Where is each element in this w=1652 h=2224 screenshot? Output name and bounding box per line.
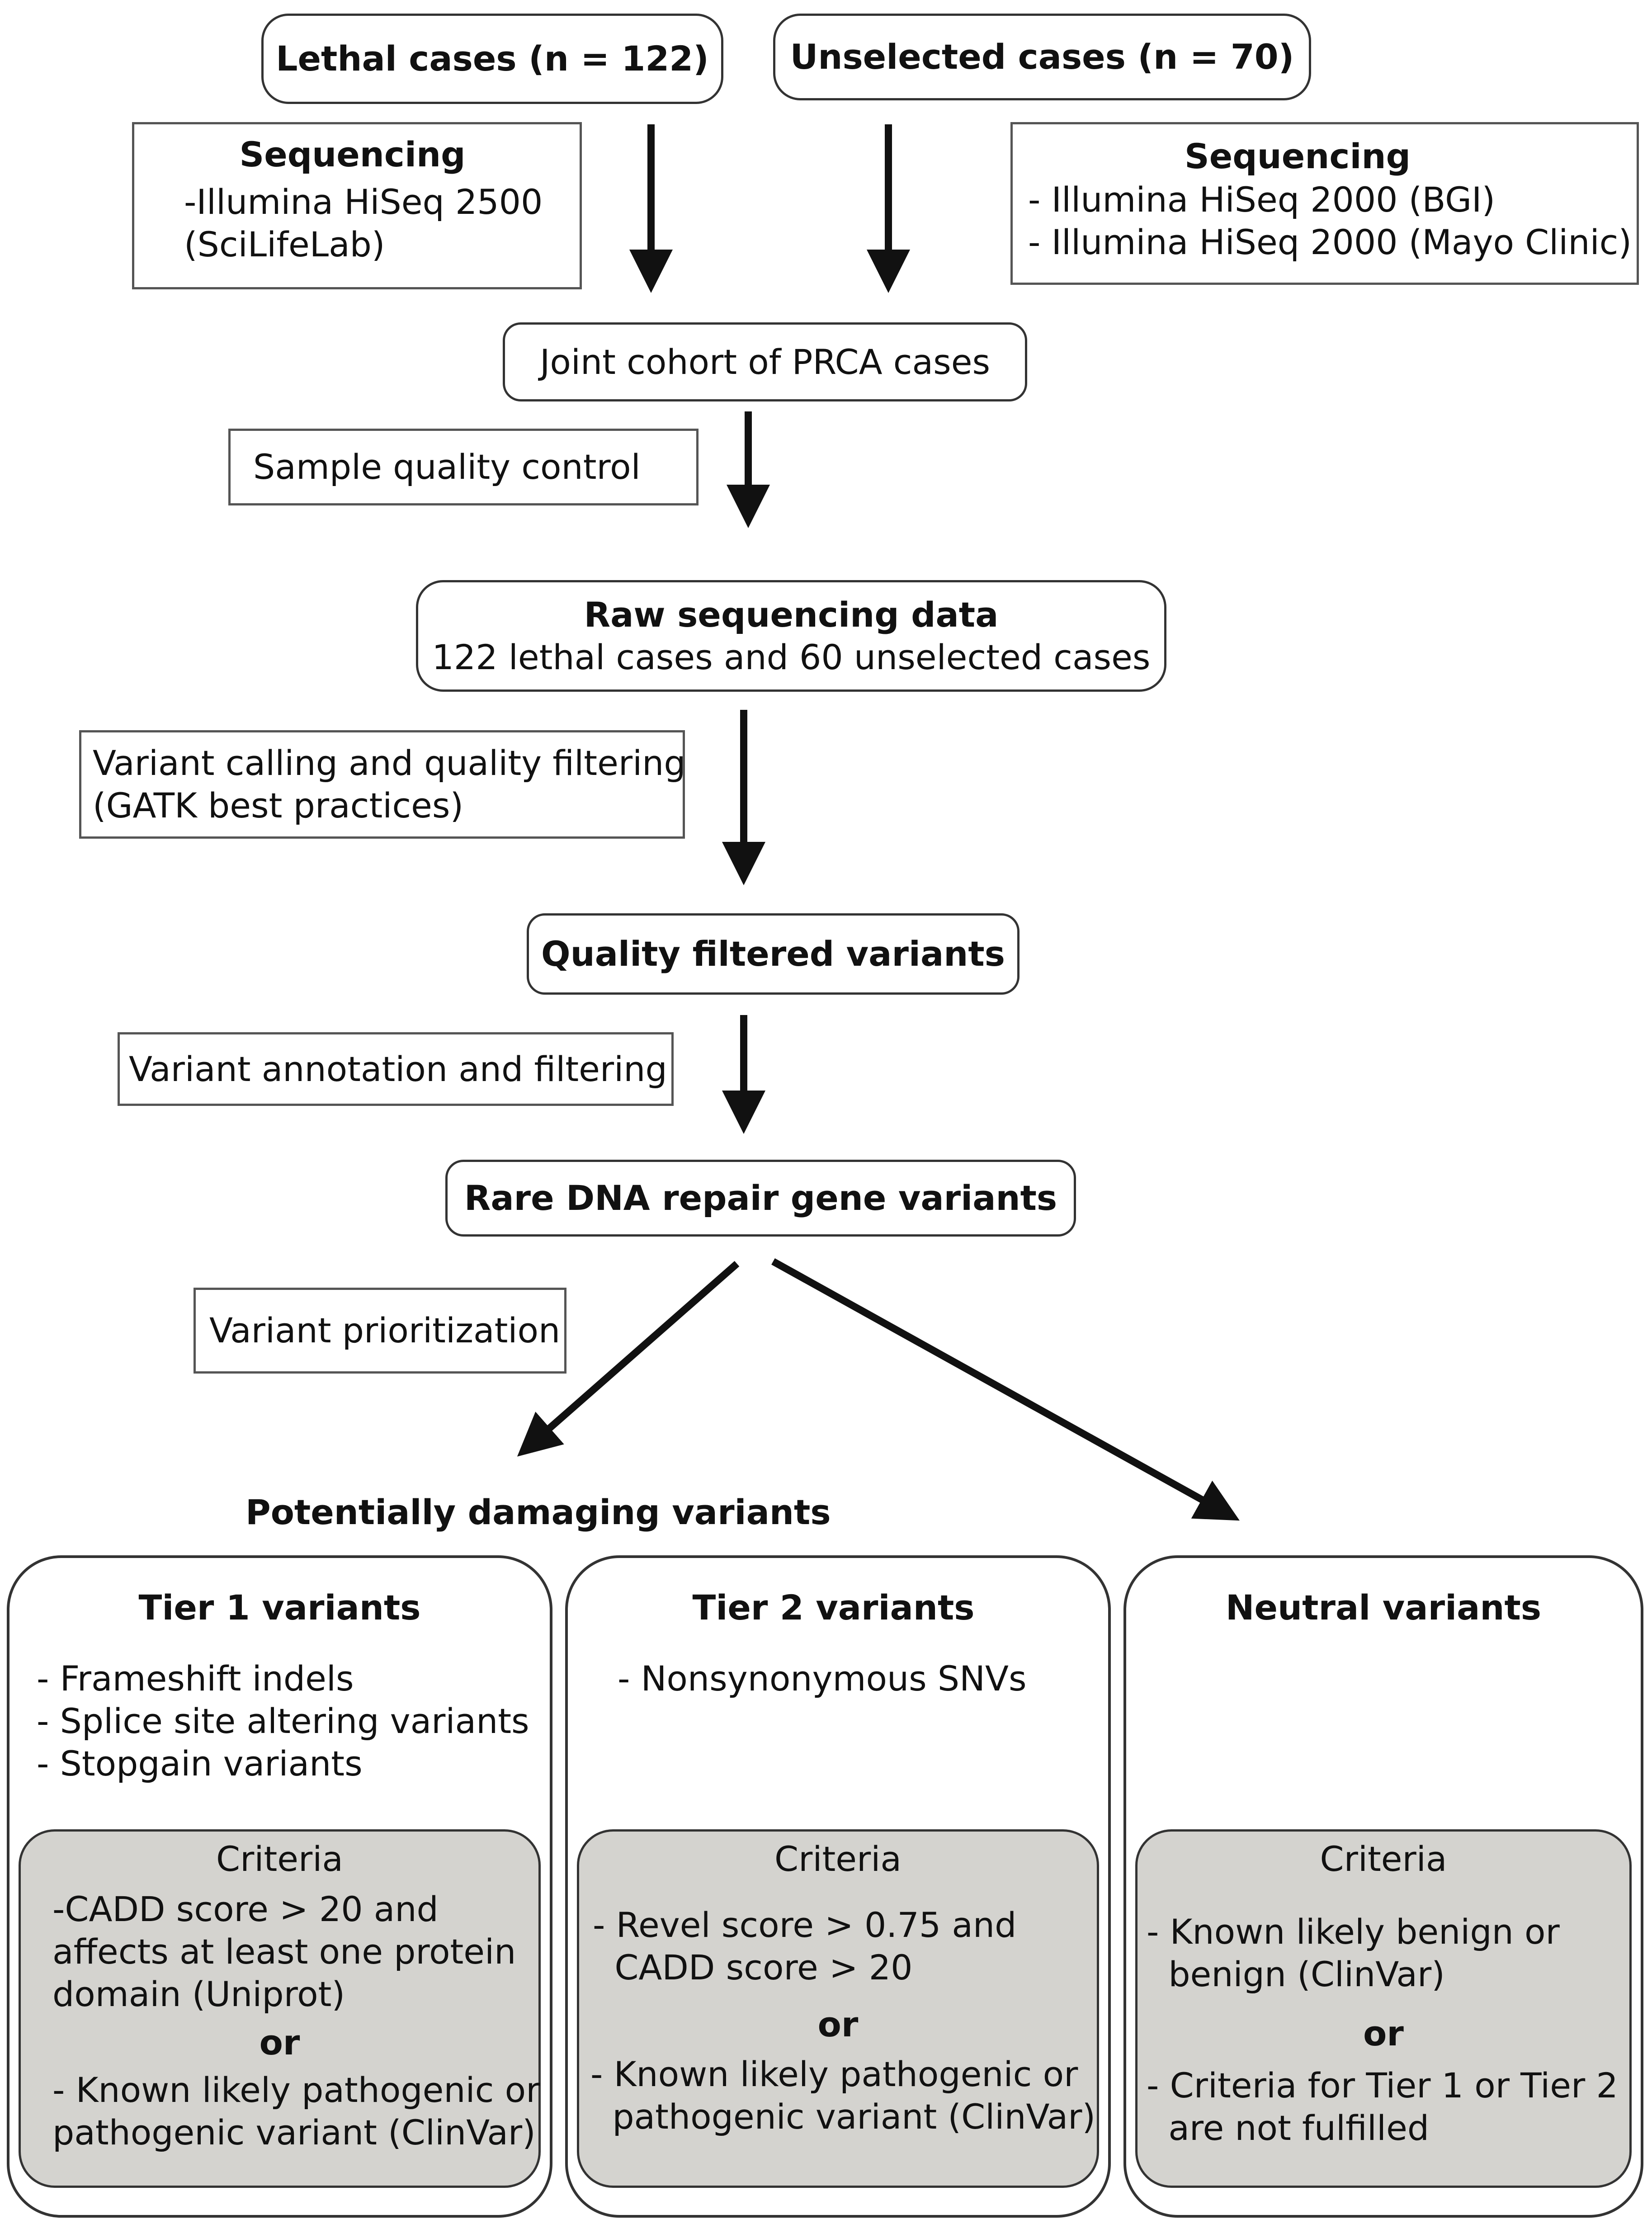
criteria-line: - Known likely pathogenic or bbox=[52, 2070, 540, 2110]
annotation-label: Variant annotation and filtering bbox=[129, 1048, 667, 1089]
tier2-criteria-title: Criteria bbox=[774, 1839, 902, 1879]
arrow-rare-to-damaging bbox=[517, 1261, 740, 1457]
lethal-cases-node: Lethal cases (n = 122) bbox=[261, 14, 723, 104]
tier1-items: - Frameshift indels - Splice site alteri… bbox=[37, 1657, 529, 1785]
sequencing-left-line-2: (SciLifeLab) bbox=[184, 224, 385, 264]
sequencing-left-line-1: -Illumina HiSeq 2500 bbox=[184, 182, 543, 222]
criteria-line: - Known likely pathogenic or bbox=[590, 2054, 1078, 2094]
raw-sequencing-title: Raw sequencing data bbox=[584, 594, 999, 635]
rare-dna-repair-label: Rare DNA repair gene variants bbox=[464, 1178, 1057, 1218]
tier1-item: - Frameshift indels bbox=[37, 1658, 354, 1699]
neutral-panel: Neutral variants Criteria - Known likely… bbox=[1123, 1555, 1643, 2218]
criteria-line: pathogenic variant (ClinVar) bbox=[590, 2097, 1096, 2137]
neutral-criteria-a: - Known likely benign or benign (ClinVar… bbox=[1147, 1911, 1625, 1996]
variant-calling-line-1: Variant calling and quality filtering bbox=[93, 743, 686, 783]
joint-cohort-label: Joint cohort of PRCA cases bbox=[539, 341, 991, 382]
tier1-item: - Splice site altering variants bbox=[37, 1701, 529, 1741]
tier1-criteria-box: Criteria -CADD score > 20 and affects at… bbox=[19, 1829, 541, 2188]
tier1-or: or bbox=[259, 2022, 300, 2063]
unselected-cases-label: Unselected cases (n = 70) bbox=[790, 37, 1294, 77]
quality-filtered-label: Quality filtered variants bbox=[541, 934, 1005, 974]
criteria-line: -CADD score > 20 and bbox=[52, 1889, 439, 1929]
criteria-line: affects at least one protein bbox=[52, 1931, 516, 1972]
variant-calling-line-2: (GATK best practices) bbox=[93, 785, 464, 826]
tier2-criteria-a: - Revel score > 0.75 and CADD score > 20 bbox=[593, 1904, 1092, 1989]
damaging-variants-heading: Potentially damaging variants bbox=[245, 1492, 831, 1532]
sequencing-right-line-2: - Illumina HiSeq 2000 (Mayo Clinic) bbox=[1028, 222, 1632, 262]
neutral-criteria-title: Criteria bbox=[1320, 1839, 1447, 1879]
sequencing-right-line-1: - Illumina HiSeq 2000 (BGI) bbox=[1028, 179, 1496, 220]
criteria-line: benign (ClinVar) bbox=[1147, 1954, 1445, 1994]
neutral-title: Neutral variants bbox=[1225, 1587, 1542, 1628]
quality-filtered-node: Quality filtered variants bbox=[527, 913, 1020, 995]
sequencing-right-box: Sequencing - Illumina HiSeq 2000 (BGI) -… bbox=[1010, 122, 1639, 285]
criteria-line: domain (Uniprot) bbox=[52, 1974, 345, 2014]
sequencing-left-box: Sequencing -Illumina HiSeq 2500 (SciLife… bbox=[132, 122, 582, 289]
neutral-criteria-box: Criteria - Known likely benign or benign… bbox=[1135, 1829, 1632, 2188]
neutral-or: or bbox=[1363, 2013, 1404, 2054]
criteria-line: CADD score > 20 bbox=[593, 1947, 913, 1988]
sample-qc-box: Sample quality control bbox=[228, 429, 699, 505]
lethal-cases-label: Lethal cases (n = 122) bbox=[276, 38, 709, 79]
joint-cohort-node: Joint cohort of PRCA cases bbox=[503, 322, 1027, 401]
tier2-items: - Nonsynonymous SNVs bbox=[618, 1657, 1027, 1700]
tier2-panel: Tier 2 variants - Nonsynonymous SNVs Cri… bbox=[565, 1555, 1111, 2218]
annotation-box: Variant annotation and filtering bbox=[118, 1032, 674, 1106]
tier1-criteria-a: -CADD score > 20 and affects at least on… bbox=[52, 1888, 534, 2016]
raw-sequencing-subtitle: 122 lethal cases and 60 unselected cases bbox=[432, 637, 1151, 677]
raw-sequencing-node: Raw sequencing data 122 lethal cases and… bbox=[416, 580, 1166, 692]
tier2-title: Tier 2 variants bbox=[692, 1587, 975, 1628]
criteria-line: are not fulfilled bbox=[1147, 2108, 1430, 2148]
tier1-item: - Stopgain variants bbox=[37, 1743, 363, 1784]
unselected-cases-node: Unselected cases (n = 70) bbox=[773, 14, 1311, 100]
criteria-line: - Criteria for Tier 1 or Tier 2 bbox=[1147, 2065, 1618, 2106]
tier2-criteria-box: Criteria - Revel score > 0.75 and CADD s… bbox=[577, 1829, 1099, 2188]
sequencing-left-title: Sequencing bbox=[239, 134, 466, 175]
tier2-or: or bbox=[817, 2004, 859, 2045]
tier2-item: - Nonsynonymous SNVs bbox=[618, 1658, 1027, 1699]
prioritization-label: Variant prioritization bbox=[209, 1310, 561, 1350]
tier1-title: Tier 1 variants bbox=[138, 1587, 421, 1628]
tier1-criteria-title: Criteria bbox=[216, 1839, 343, 1879]
variant-calling-box: Variant calling and quality filtering (G… bbox=[79, 730, 686, 839]
sequencing-right-title: Sequencing bbox=[1184, 136, 1411, 176]
tier1-criteria-b: - Known likely pathogenic or pathogenic … bbox=[52, 2069, 540, 2154]
rare-dna-repair-node: Rare DNA repair gene variants bbox=[445, 1160, 1076, 1237]
prioritization-box: Variant prioritization bbox=[194, 1288, 566, 1374]
criteria-line: - Revel score > 0.75 and bbox=[593, 1905, 1017, 1945]
tier1-panel: Tier 1 variants - Frameshift indels - Sp… bbox=[7, 1555, 552, 2218]
tier2-criteria-b: - Known likely pathogenic or pathogenic … bbox=[590, 2053, 1096, 2138]
criteria-line: pathogenic variant (ClinVar) bbox=[52, 2112, 536, 2153]
criteria-line: - Known likely benign or bbox=[1147, 1912, 1560, 1952]
neutral-criteria-b: - Criteria for Tier 1 or Tier 2 are not … bbox=[1147, 2064, 1625, 2149]
sample-qc-label: Sample quality control bbox=[253, 447, 641, 487]
arrow-rare-to-neutral bbox=[771, 1258, 1240, 1521]
